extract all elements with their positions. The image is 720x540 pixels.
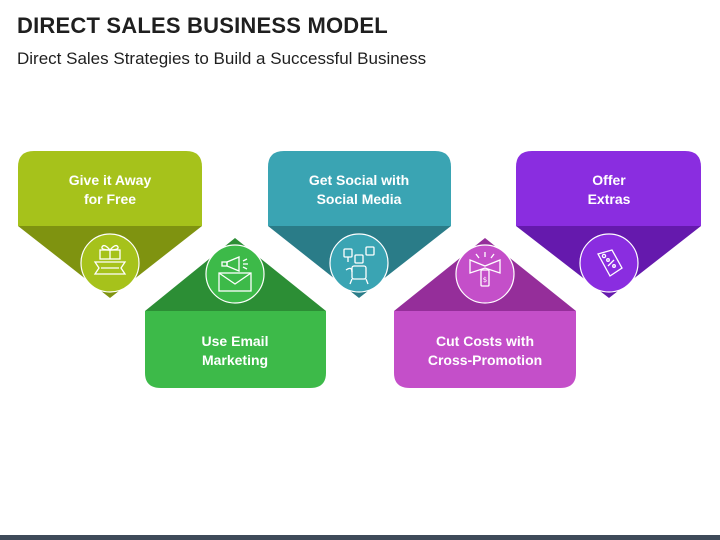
svg-text:$: $ [483,276,487,284]
step-social-media [268,151,451,298]
step-cross-promotion-label-line1: Cut Costs with [436,333,534,349]
step-cross-promotion-card [394,311,576,388]
page-subtitle: Direct Sales Strategies to Build a Succe… [17,49,427,68]
step-give-away-label: Give it Away for Free [19,171,201,209]
footer-bar [0,535,720,540]
step-email-marketing [145,238,326,388]
step-social-media-label-line1: Get Social with [308,172,410,188]
promotion-megaphone-icon: $ [469,252,501,287]
step-cross-promotion-label-line2: Cross-Promotion [427,352,543,368]
step-offer-extras-label-line1: Offer [592,172,626,188]
email-megaphone-icon [218,256,252,292]
step-email-marketing-label-line2: Marketing [201,352,269,368]
step-email-marketing-card [145,311,326,388]
giveaway-gift-icon [93,244,127,275]
step-cross-promotion-label: Cut Costs with Cross-Promotion [394,332,576,370]
step-offer-extras-label: Offer Extras [518,171,700,209]
step-social-media-label-line2: Social Media [316,191,402,207]
step-social-media-card [268,151,451,226]
step-give-away-icon-circle [80,233,140,293]
step-cross-promotion: $ [394,238,576,388]
discount-tag-icon [597,249,623,277]
step-give-away [18,151,202,298]
step-email-marketing-label: Use Email Marketing [144,332,326,370]
step-give-away-card [18,151,202,226]
step-social-media-label: Get Social with Social Media [268,171,450,209]
step-email-marketing-label-line1: Use Email [201,333,269,349]
step-email-marketing-icon-circle [205,244,265,304]
step-offer-extras-card [516,151,701,226]
step-offer-extras-label-line2: Extras [587,191,631,207]
page-title: DIRECT SALES BUSINESS MODEL [17,13,388,38]
step-give-away-label-line1: Give it Away [68,172,152,188]
step-offer-extras [516,151,701,298]
step-give-away-label-line2: for Free [83,191,137,207]
step-offer-extras-icon-circle [579,233,639,293]
social-media-phone-icon [343,246,375,285]
